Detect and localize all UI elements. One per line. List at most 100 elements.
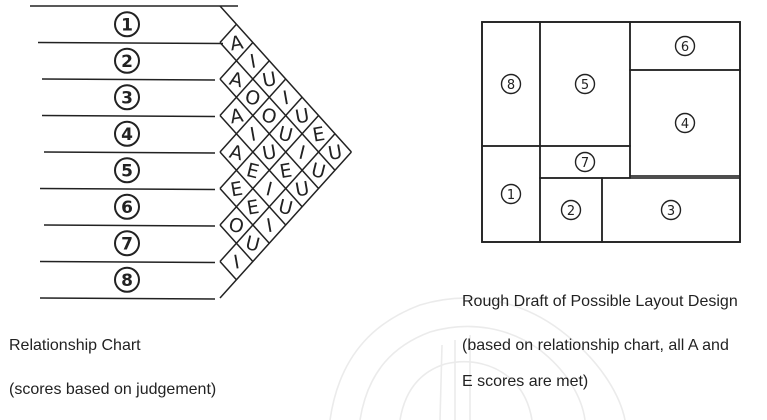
- department-circle: [114, 193, 140, 220]
- relationship-score: I: [265, 215, 274, 238]
- row-line: [39, 187, 216, 191]
- room-label: 4: [674, 112, 696, 134]
- relationship-score: U: [326, 141, 344, 165]
- department-circle: [114, 157, 140, 184]
- layout-note-line2: E scores are met): [462, 373, 589, 390]
- grid-line: [219, 96, 303, 190]
- layout-note-line1: (based on relationship chart, all A and: [462, 337, 729, 354]
- room-label: 7: [574, 151, 596, 173]
- department-number: 6: [121, 198, 133, 218]
- room-circle: [500, 73, 522, 95]
- relationship-score: I: [297, 142, 308, 165]
- layout-outline: [481, 21, 741, 243]
- room-number: 2: [567, 204, 575, 219]
- chart-caption: Relationship Chart: [9, 337, 141, 354]
- room-label: 8: [500, 73, 522, 95]
- relationship-score: O: [243, 86, 263, 111]
- relationship-score: O: [259, 104, 279, 129]
- relationship-score: I: [248, 123, 257, 146]
- department-label: 3: [114, 84, 140, 111]
- department-number: 3: [121, 88, 133, 108]
- grid-line: [219, 187, 270, 244]
- relationship-grid: [219, 5, 352, 299]
- layout-caption: Rough Draft of Possible Layout Design: [462, 293, 738, 310]
- room-circle: [500, 183, 522, 205]
- grid-line: [219, 23, 237, 44]
- layout-room: [629, 69, 741, 177]
- grid-line: [219, 114, 320, 226]
- department-number: 2: [121, 52, 133, 72]
- department-label: 2: [114, 47, 140, 74]
- department-number: 8: [121, 271, 133, 291]
- relationship-score: U: [294, 177, 312, 201]
- room-number: 3: [667, 204, 675, 219]
- grid-line: [219, 78, 287, 153]
- relationship-score: U: [276, 195, 295, 220]
- relationship-score: A: [228, 32, 245, 56]
- relationship-score: U: [276, 122, 295, 147]
- department-label: 6: [114, 193, 140, 220]
- relationship-score: I: [232, 251, 241, 274]
- row-line: [43, 224, 216, 227]
- room-circle: [674, 112, 696, 134]
- room-label: 6: [674, 35, 696, 57]
- relationship-score: A: [228, 105, 245, 129]
- room-label: 3: [660, 199, 682, 221]
- row-line: [43, 151, 216, 154]
- department-circle: [114, 120, 140, 147]
- relationship-score: E: [311, 123, 327, 147]
- room-number: 4: [681, 117, 689, 132]
- relationship-score: U: [261, 68, 279, 92]
- grid-line: [219, 41, 336, 171]
- relationship-score: A: [227, 141, 245, 165]
- department-circle: [114, 266, 140, 293]
- relationship-score: A: [227, 68, 245, 92]
- grid-line: [219, 41, 254, 80]
- room-number: 5: [581, 78, 589, 93]
- relationship-score: E: [278, 159, 294, 183]
- grid-line: [219, 260, 237, 281]
- row-line: [41, 114, 216, 118]
- room-circle: [574, 151, 596, 173]
- department-circle: [114, 84, 140, 111]
- relationship-score: I: [264, 178, 275, 201]
- row-line: [39, 260, 216, 264]
- department-label: 8: [114, 266, 140, 293]
- relationship-score: U: [243, 232, 262, 257]
- room-label: 5: [574, 73, 596, 95]
- department-circle: [114, 47, 140, 74]
- relationship-score: E: [244, 159, 261, 183]
- department-number: 4: [121, 125, 133, 145]
- room-circle: [674, 35, 696, 57]
- department-rows: 1 2 3 4 5 6 7 8: [30, 5, 238, 300]
- department-number: 1: [121, 15, 133, 35]
- room-circle: [660, 199, 682, 221]
- room-label: 2: [560, 199, 582, 221]
- relationship-score: E: [245, 196, 261, 220]
- relationship-score: I: [248, 50, 257, 73]
- room-label: 1: [500, 183, 522, 205]
- chart-note: (scores based on judgement): [9, 381, 217, 398]
- relationship-score: U: [309, 159, 328, 184]
- grid-line: [219, 133, 336, 263]
- room-number: 1: [507, 188, 515, 203]
- relationship-score: I: [281, 87, 290, 110]
- relationship-score: O: [226, 213, 246, 238]
- row-line: [41, 78, 216, 81]
- department-label: 5: [114, 157, 140, 184]
- relationship-score: U: [261, 141, 279, 165]
- department-label: 4: [114, 120, 140, 147]
- department-number: 5: [121, 161, 133, 181]
- row-line: [39, 297, 216, 300]
- department-label: 1: [114, 11, 140, 38]
- department-label: 7: [114, 230, 140, 257]
- layout-labels: 8 5 6 4 1 7 2 3: [500, 35, 696, 221]
- room-number: 6: [681, 40, 689, 55]
- department-circle: [114, 11, 140, 38]
- layout-walls: [481, 21, 741, 243]
- layout-draft: 8 5 6 4 1 7 2 3: [481, 21, 741, 243]
- relationship-score: U: [294, 104, 312, 128]
- room-circle: [574, 73, 596, 95]
